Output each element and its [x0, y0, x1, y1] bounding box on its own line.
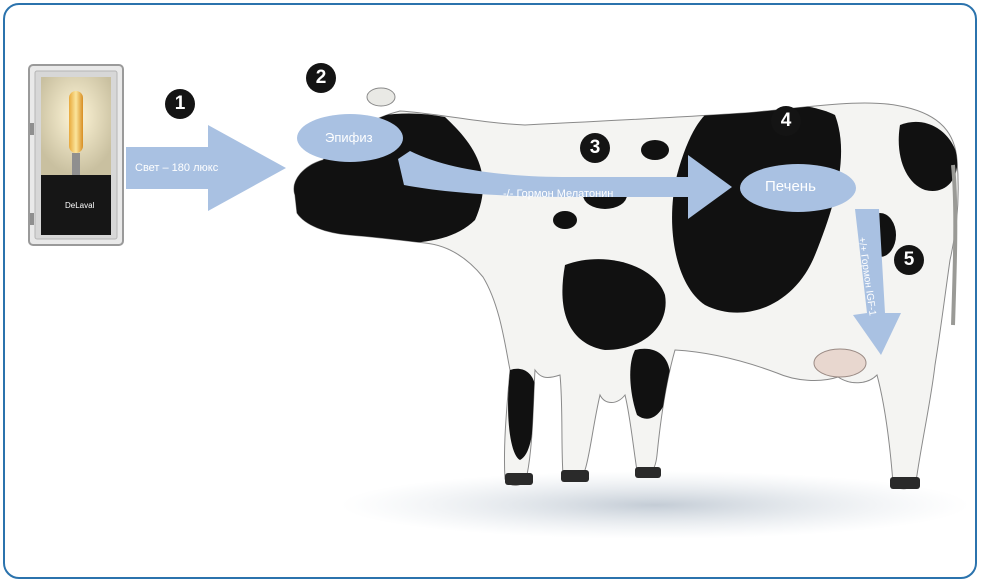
diagram-frame: DeLaval Свет – 180 люкс -/- Гормон Мелат…	[3, 3, 977, 579]
lamp-icon	[27, 63, 125, 247]
step-2-badge: 2	[306, 63, 336, 93]
cow-illustration	[5, 5, 977, 579]
melatonin-arrow-label: -/- Гормон Мелатонин	[503, 188, 613, 200]
lamp-device: DeLaval	[27, 63, 125, 247]
light-arrow-label: Свет – 180 люкс	[135, 162, 218, 174]
melatonin-arrow	[390, 145, 740, 225]
step-4-badge: 4	[771, 106, 801, 136]
step-5-badge: 5	[894, 245, 924, 275]
step-1-badge: 1	[165, 89, 195, 119]
lamp-brand: DeLaval	[65, 201, 94, 210]
liver-label: Печень	[765, 178, 816, 195]
step-3-badge: 3	[580, 133, 610, 163]
epiphysis-label: Эпифиз	[325, 130, 373, 145]
